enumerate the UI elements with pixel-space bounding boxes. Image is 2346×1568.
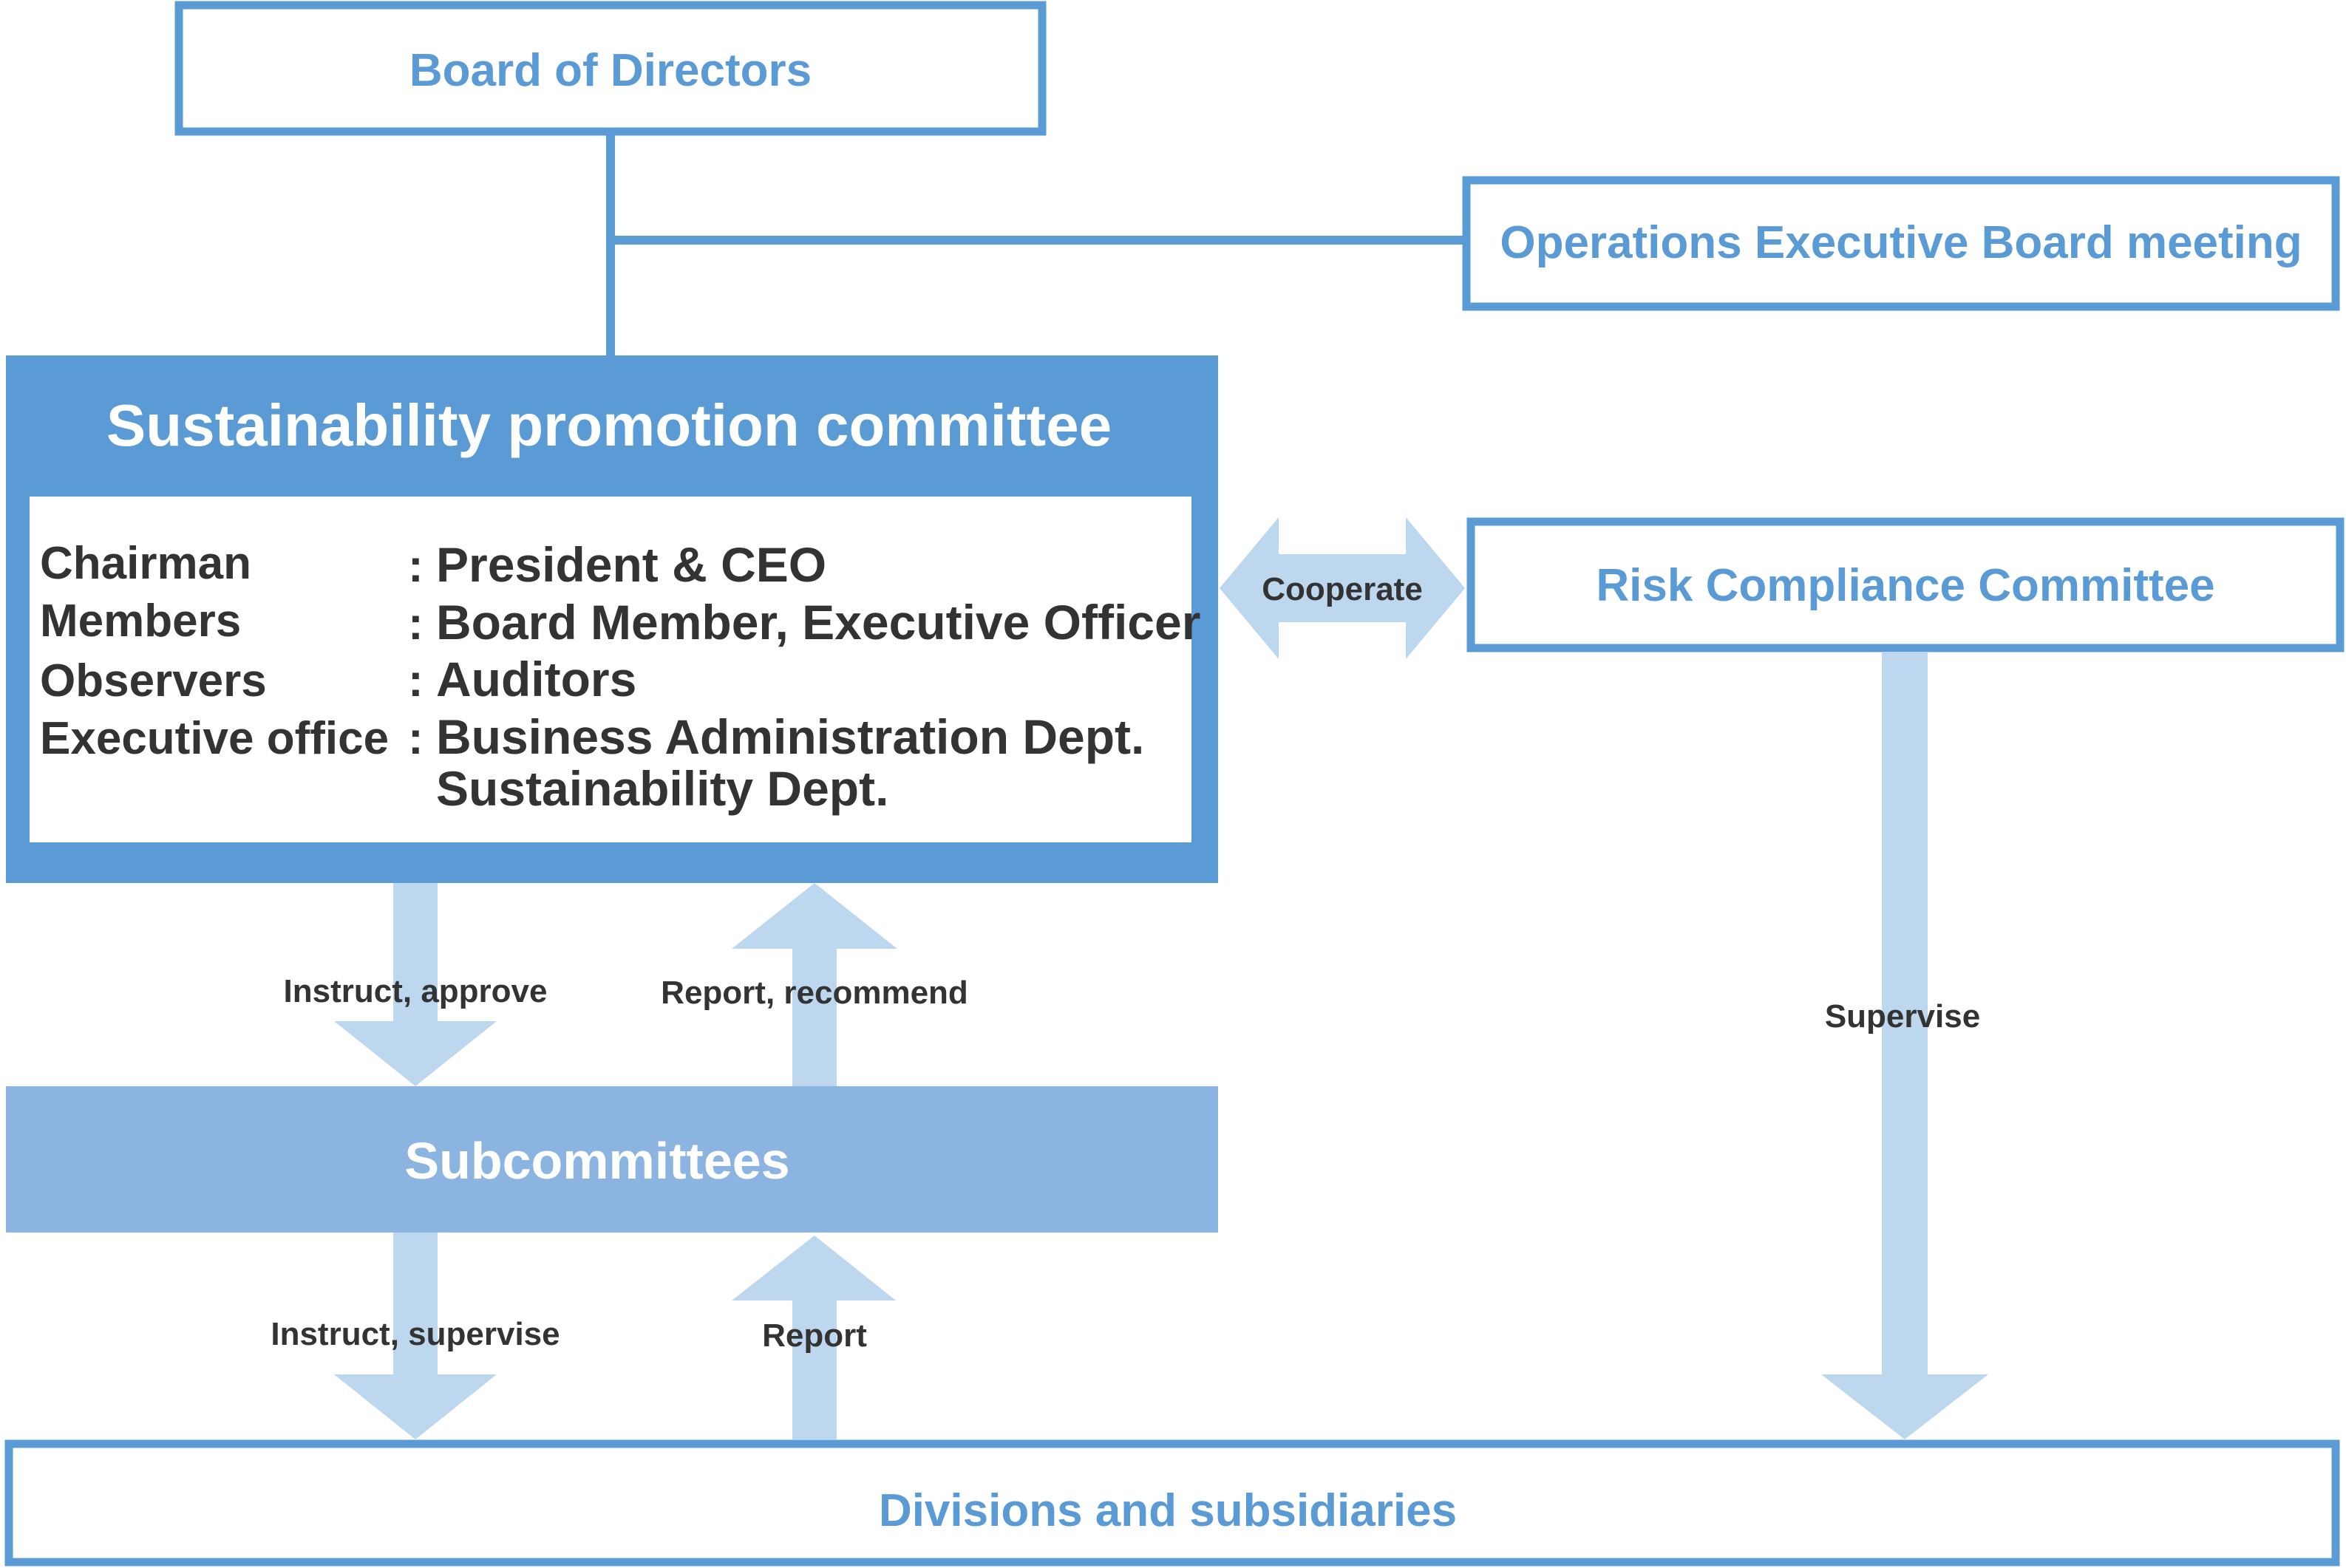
connector-lines [606, 132, 1466, 358]
sustainability-committee-node: Sustainability promotion committee Chair… [6, 355, 1218, 883]
supervise-arrow: Supervise [1821, 652, 1988, 1439]
board-of-directors-node: Board of Directors [174, 1, 1047, 136]
divisions-label: Divisions and subsidiaries [879, 1485, 1457, 1536]
committee-row: Chairman : President & CEO [40, 537, 826, 592]
instruct-supervise-label: Instruct, supervise [271, 1316, 560, 1352]
up-arrow-shape [732, 883, 897, 1086]
operations-board-label: Operations Executive Board meeting [1500, 217, 2302, 268]
subcommittees-box [6, 1086, 1218, 1233]
subcommittees-label: Subcommittees [404, 1132, 789, 1190]
committee-value-members: Board Member, Executive Officer [436, 595, 1200, 650]
committee-separator: : [408, 599, 424, 650]
committee-value-observers: Auditors [436, 652, 636, 706]
cooperate-label: Cooperate [1262, 571, 1423, 607]
committee-row: Members : Board Member, Executive Office… [40, 595, 1200, 650]
committee-role-observers: Observers [40, 655, 267, 706]
risk-committee-label: Risk Compliance Committee [1596, 560, 2214, 611]
committee-separator: : [408, 655, 424, 706]
sustainability-committee-details-panel [30, 497, 1191, 842]
supervise-label: Supervise [1825, 998, 1980, 1034]
operations-board-node: Operations Executive Board meeting [1462, 176, 2340, 311]
cooperate-arrow: Cooperate [1220, 517, 1465, 659]
down-arrow-shape [1821, 652, 1988, 1439]
committee-role-chairman: Chairman [40, 538, 251, 589]
operations-board-box [1462, 176, 2340, 311]
subcommittees-node: Subcommittees [6, 1086, 1218, 1233]
board-of-directors-label: Board of Directors [409, 45, 812, 96]
divisions-node: Divisions and subsidiaries [4, 1439, 2340, 1567]
down-arrow-shape [334, 883, 497, 1086]
committee-role-members: Members [40, 596, 241, 647]
divisions-box [4, 1439, 2340, 1567]
committee-separator: : [408, 713, 424, 764]
report-label: Report [762, 1318, 867, 1354]
instruct-supervise-arrow: Instruct, supervise [271, 1233, 560, 1439]
committee-value-chairman: President & CEO [436, 537, 826, 592]
double-arrow-shape [1220, 517, 1465, 659]
committee-row: Executive office : Business Administrati… [40, 709, 1144, 764]
up-arrow-shape [732, 1235, 896, 1439]
risk-committee-box [1466, 517, 2345, 652]
report-recommend-label: Report, recommend [661, 975, 968, 1011]
committee-role-executive-office: Executive office [40, 713, 389, 764]
instruct-approve-arrow: Instruct, approve [284, 883, 548, 1086]
board-of-directors-box [174, 1, 1047, 136]
committee-row: Observers : Auditors [40, 652, 636, 706]
instruct-approve-label: Instruct, approve [284, 973, 548, 1009]
report-arrow: Report [732, 1235, 896, 1439]
risk-committee-node: Risk Compliance Committee [1466, 517, 2345, 652]
committee-value-executive-office-extra: Sustainability Dept. [436, 761, 888, 816]
committee-value-executive-office: Business Administration Dept. [436, 709, 1144, 764]
sustainability-committee-title: Sustainability promotion committee [106, 392, 1112, 458]
report-recommend-arrow: Report, recommend [661, 883, 968, 1086]
down-arrow-shape [334, 1233, 497, 1439]
committee-separator: : [408, 541, 424, 592]
